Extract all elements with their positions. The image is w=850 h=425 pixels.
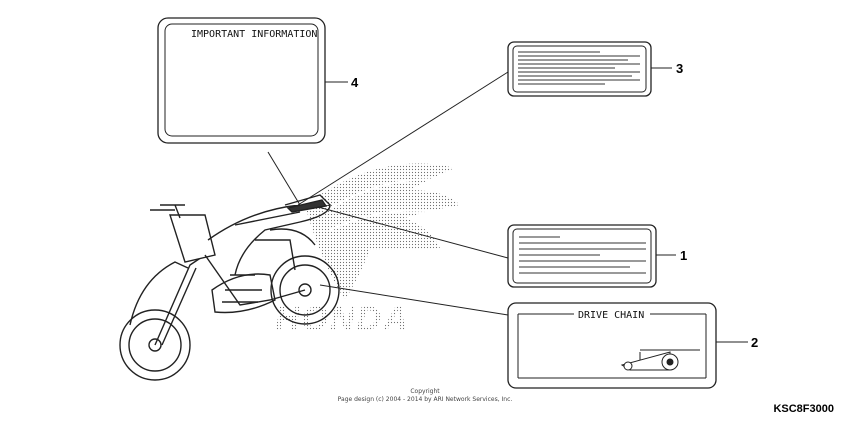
honda-wing-watermark: HONDA [275,163,460,338]
label-1: 1 [507,224,687,288]
drive-chain-icon [620,349,700,371]
label-3: 3 [507,41,683,97]
leader-lines [267,67,748,343]
drive-chain-title: DRIVE CHAIN [578,310,644,321]
important-information-label: IMPORTANT INFORMATION 4 [157,17,359,144]
callout-1[interactable]: 1 [680,248,687,263]
honda-watermark-text: HONDA [275,300,410,338]
copyright-line-2: Page design (c) 2004 - 2014 by ARI Netwo… [337,396,513,403]
important-information-title: IMPORTANT INFORMATION [191,29,317,40]
diagram-code: KSC8F3000 [773,403,834,415]
drive-chain-label: DRIVE CHAIN 2 [507,302,758,389]
copyright-line-1: Copyright [410,388,440,395]
motorcycle-illustration [119,194,340,381]
callout-3[interactable]: 3 [676,61,683,76]
callout-2[interactable]: 2 [751,335,758,350]
callout-4[interactable]: 4 [351,75,359,90]
